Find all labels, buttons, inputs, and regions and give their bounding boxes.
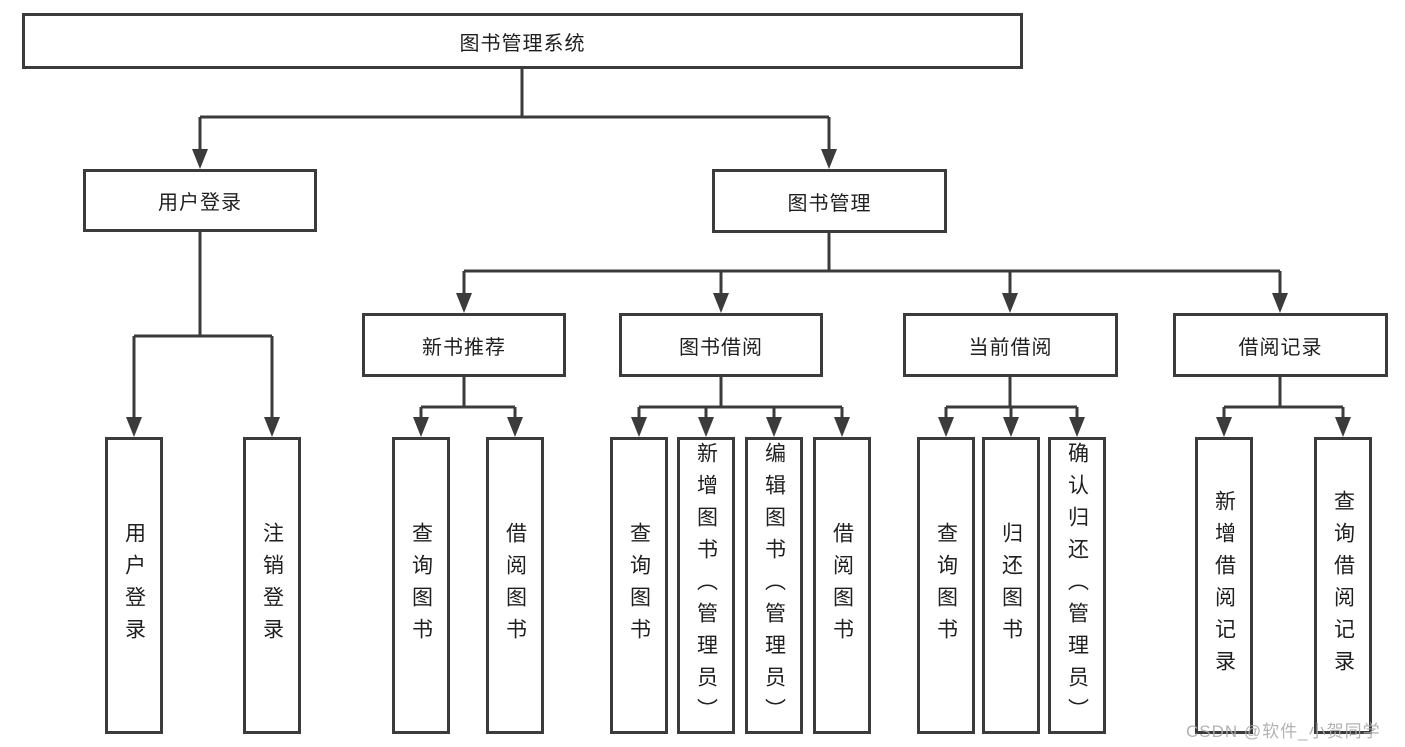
node-label: 归还图书 (999, 521, 1023, 650)
leaf-query-books-borrowing: 查询图书 (610, 437, 668, 734)
leaf-query-books-current: 查询图书 (917, 437, 975, 734)
node-label: 当前借阅 (968, 336, 1053, 359)
node-label: 图书管理系统 (459, 32, 586, 55)
node-label: 查询图书 (409, 521, 433, 650)
node-label: 新增借阅记录 (1212, 489, 1236, 682)
node-label: 借阅记录 (1238, 336, 1323, 359)
leaf-confirm-return-admin: 确认归还（管理员） (1048, 437, 1106, 734)
node-label: 注销登录 (260, 521, 284, 650)
node-borrowing-records: 借阅记录 (1173, 313, 1388, 377)
node-user-login-group: 用户登录 (83, 169, 317, 232)
leaf-add-books-admin: 新增图书（管理员） (677, 437, 735, 734)
leaf-query-borrow-record: 查询借阅记录 (1314, 437, 1372, 734)
node-library-management-system: 图书管理系统 (22, 13, 1023, 69)
node-label: 用户登录 (158, 192, 242, 214)
node-label: 编辑图书（管理员） (762, 441, 786, 730)
node-book-management: 图书管理 (712, 169, 947, 233)
node-label: 查询图书 (627, 521, 651, 650)
arrowheads (126, 149, 1351, 437)
node-label: 借阅图书 (503, 521, 527, 650)
node-label: 新增图书（管理员） (694, 441, 718, 730)
leaf-borrow-books-recommend: 借阅图书 (486, 437, 544, 734)
leaf-edit-books-admin: 编辑图书（管理员） (745, 437, 803, 734)
leaf-borrow-books: 借阅图书 (813, 437, 871, 734)
node-book-borrowing: 图书借阅 (619, 313, 823, 377)
node-label: 确认归还（管理员） (1065, 441, 1089, 730)
node-current-borrowing: 当前借阅 (903, 313, 1118, 377)
leaf-logout: 注销登录 (243, 437, 301, 734)
leaf-return-books: 归还图书 (982, 437, 1040, 734)
node-label: 图书管理 (787, 192, 872, 215)
node-label: 图书借阅 (679, 336, 763, 359)
node-label: 用户登录 (122, 521, 146, 650)
node-label: 查询图书 (934, 521, 958, 650)
leaf-user-login: 用户登录 (105, 437, 163, 734)
node-label: 查询借阅记录 (1331, 489, 1355, 682)
node-label: 借阅图书 (830, 521, 854, 650)
leaf-query-books-recommend: 查询图书 (392, 437, 450, 734)
leaf-add-borrow-record: 新增借阅记录 (1195, 437, 1253, 734)
csdn-watermark: CSDN @软件_小贺同学 (1186, 722, 1381, 741)
node-new-book-recommendation: 新书推荐 (362, 313, 566, 377)
node-label: 新书推荐 (422, 336, 506, 359)
